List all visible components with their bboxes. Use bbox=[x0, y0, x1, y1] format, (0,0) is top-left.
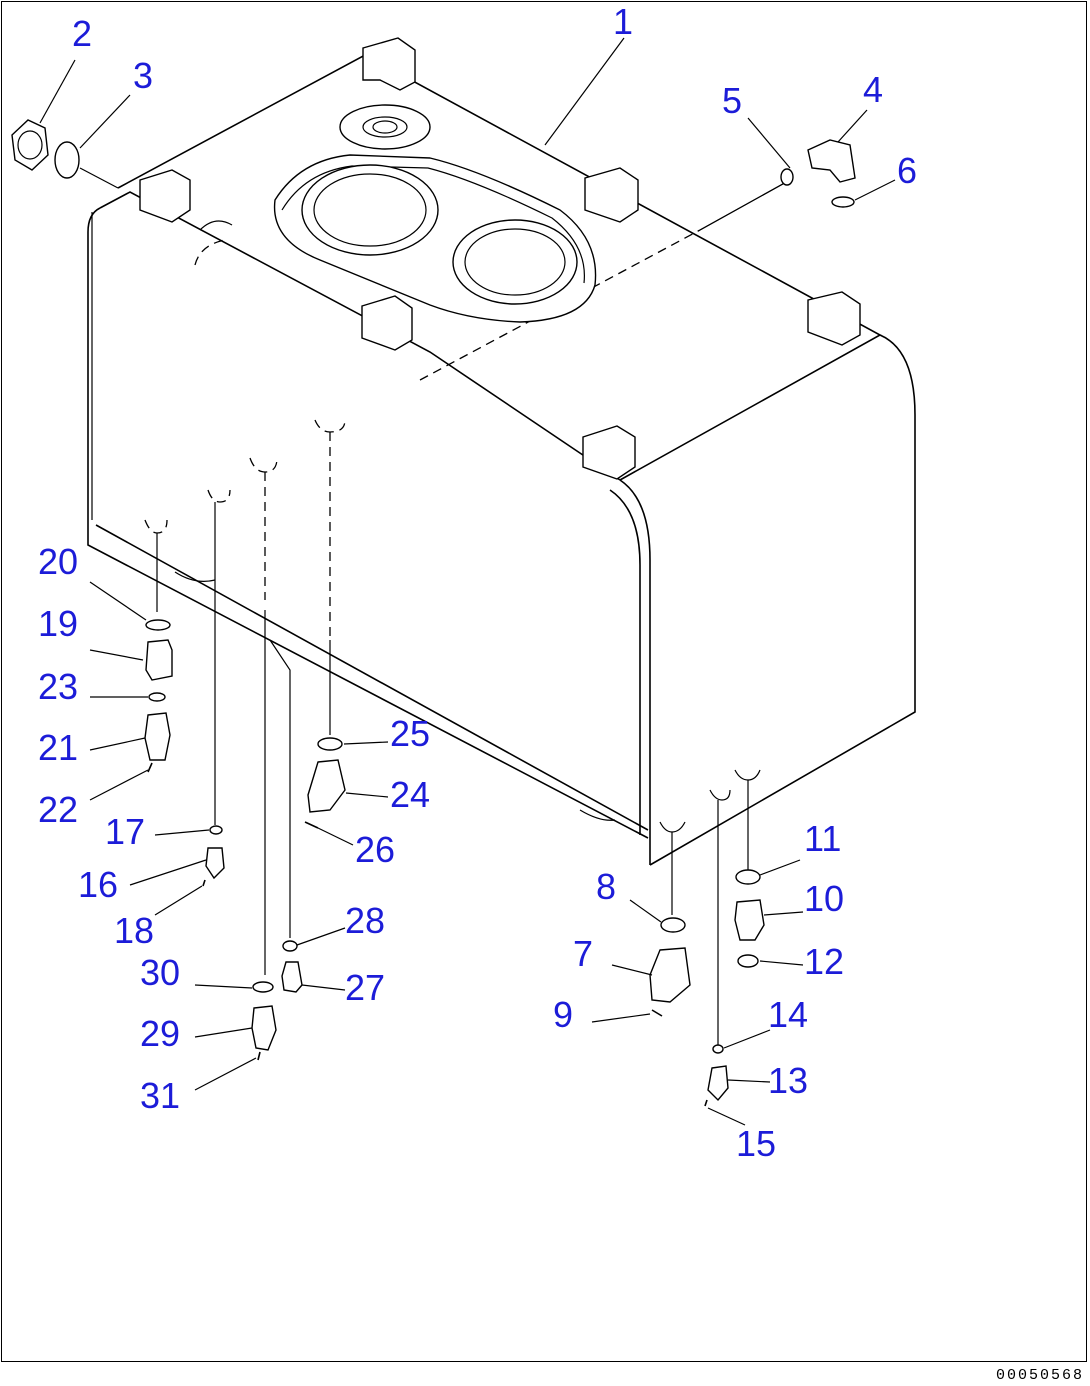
fitting-13 bbox=[707, 1065, 729, 1102]
fitting-27 bbox=[281, 961, 303, 993]
callout-18: 18 bbox=[114, 910, 154, 951]
pin-31 bbox=[257, 1051, 261, 1061]
elbow-part bbox=[807, 139, 856, 183]
callout-labels: 1 2 3 4 5 6 7 8 9 10 11 12 13 14 15 16 1… bbox=[38, 1, 917, 1164]
callout-27: 27 bbox=[345, 967, 385, 1008]
callout-23: 23 bbox=[38, 666, 78, 707]
callout-5: 5 bbox=[722, 80, 742, 121]
seal-23 bbox=[148, 692, 166, 702]
callout-19: 19 bbox=[38, 603, 78, 644]
callout-3: 3 bbox=[133, 55, 153, 96]
callout-15: 15 bbox=[736, 1123, 776, 1164]
seal-20 bbox=[145, 619, 171, 631]
cover-plate bbox=[273, 104, 597, 323]
mounting-brackets bbox=[139, 37, 861, 480]
pin-15 bbox=[704, 1099, 708, 1107]
fitting-29 bbox=[251, 1005, 277, 1051]
cap-part bbox=[11, 119, 49, 171]
callout-12: 12 bbox=[804, 941, 844, 982]
callout-2: 2 bbox=[72, 13, 92, 54]
callout-26: 26 bbox=[355, 829, 395, 870]
seal-30 bbox=[252, 981, 274, 993]
callout-17: 17 bbox=[105, 811, 145, 852]
callout-6: 6 bbox=[897, 150, 917, 191]
drawing-frame bbox=[1, 1, 1087, 1362]
callout-10: 10 bbox=[804, 878, 844, 919]
seal-25 bbox=[317, 737, 343, 751]
adapter-10 bbox=[734, 899, 765, 941]
center-lines bbox=[79, 167, 791, 1045]
callout-4: 4 bbox=[863, 69, 883, 110]
callout-21: 21 bbox=[38, 727, 78, 768]
seal-6 bbox=[831, 196, 855, 208]
seal-17 bbox=[209, 825, 223, 835]
seal-12 bbox=[737, 954, 759, 968]
strainer-part bbox=[780, 168, 794, 186]
callout-14: 14 bbox=[768, 994, 808, 1035]
callout-11: 11 bbox=[804, 818, 841, 859]
parts bbox=[11, 119, 856, 1107]
adapter-19 bbox=[145, 639, 173, 681]
o-ring-part bbox=[54, 141, 80, 179]
drawing-number: 00050568 bbox=[995, 1367, 1084, 1384]
callout-9: 9 bbox=[553, 994, 573, 1035]
elbow-24 bbox=[307, 759, 346, 813]
fitting-16 bbox=[205, 847, 225, 880]
callout-13: 13 bbox=[768, 1060, 808, 1101]
bottom-ports bbox=[144, 419, 761, 833]
pin-18 bbox=[202, 879, 206, 887]
callout-24: 24 bbox=[390, 774, 430, 815]
callout-1: 1 bbox=[613, 1, 633, 42]
callout-31: 31 bbox=[140, 1075, 180, 1116]
callout-28: 28 bbox=[345, 900, 385, 941]
seal-11 bbox=[735, 869, 761, 885]
callout-8: 8 bbox=[596, 866, 616, 907]
leader-lines bbox=[39, 37, 896, 1126]
pin-9 bbox=[651, 1009, 663, 1017]
callout-22: 22 bbox=[38, 789, 78, 830]
callout-29: 29 bbox=[140, 1013, 180, 1054]
seal-28 bbox=[282, 940, 298, 952]
elbow-7 bbox=[649, 947, 691, 1003]
callout-7: 7 bbox=[573, 933, 593, 974]
pin-26 bbox=[304, 821, 319, 829]
pin-22 bbox=[147, 762, 153, 773]
callout-30: 30 bbox=[140, 952, 180, 993]
callout-25: 25 bbox=[390, 713, 430, 754]
callout-20: 20 bbox=[38, 541, 78, 582]
fitting-21 bbox=[144, 712, 171, 761]
callout-16: 16 bbox=[78, 864, 118, 905]
seal-14 bbox=[712, 1044, 724, 1054]
seal-8 bbox=[660, 917, 686, 933]
